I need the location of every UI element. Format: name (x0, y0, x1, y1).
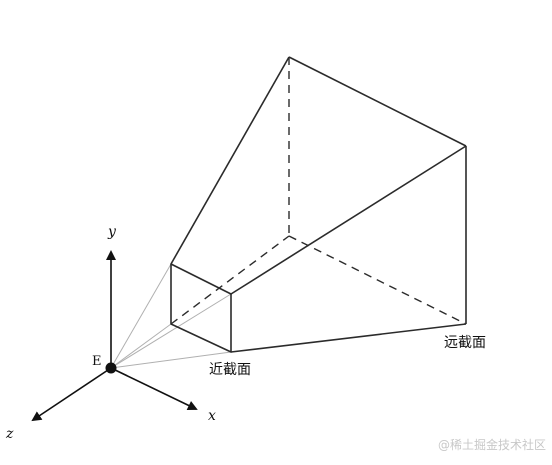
sight-lines (110, 263, 232, 369)
hidden-edge-far-bottom (288, 235, 467, 325)
eye-point (105, 362, 117, 374)
frustum-hidden-edges (170, 57, 467, 325)
x-axis-line (110, 367, 198, 411)
sight-line-top-left (110, 263, 172, 369)
coordinate-axes (31, 250, 198, 422)
side-edge-top-left (170, 56, 290, 265)
far-plane-label: 远截面 (444, 335, 486, 351)
x-axis-label: x (208, 408, 216, 424)
far-plane-top-edge (288, 56, 467, 147)
z-axis-label: z (5, 426, 14, 442)
sight-line-bottom-left (110, 323, 172, 369)
frustum-visible-edges (170, 56, 467, 353)
hidden-edge-near-to-far (170, 235, 290, 325)
y-axis-label: y (107, 224, 117, 240)
sight-line-top-right (110, 293, 232, 369)
sight-line-bottom-right (110, 351, 232, 369)
eye-label: E (92, 354, 102, 369)
near-plane-rectangle (170, 263, 232, 353)
z-axis-line (31, 367, 112, 422)
side-edge-bottom-right (230, 323, 467, 353)
near-plane-label: 近截面 (209, 362, 251, 378)
side-edge-top-right (230, 145, 467, 295)
watermark-text: @稀土掘金技术社区 (438, 437, 546, 452)
